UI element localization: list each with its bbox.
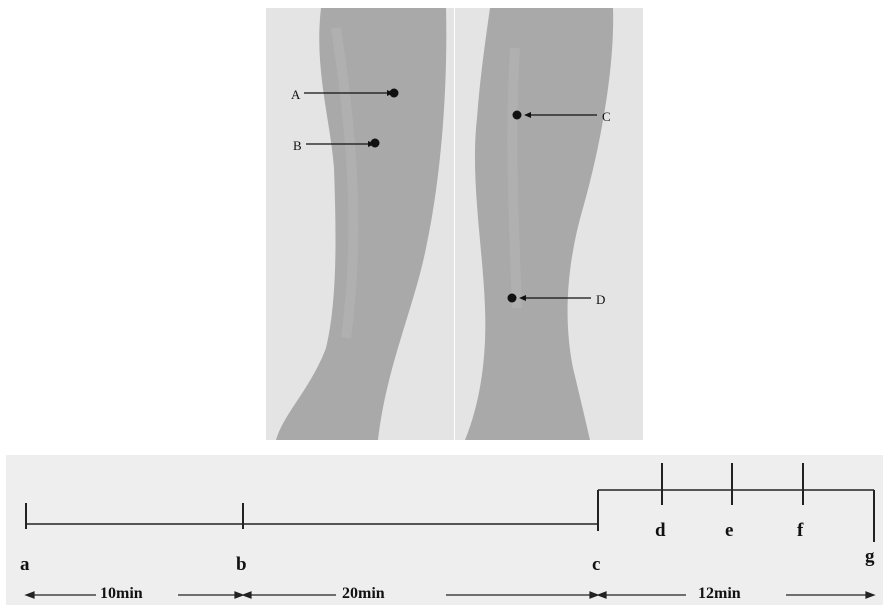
- duration-arrows: [26, 592, 874, 598]
- point-c-dot: [513, 111, 522, 120]
- point-label-a: A: [291, 88, 300, 101]
- mark-label-f: f: [797, 521, 803, 540]
- duration-label-cg: 12min: [698, 586, 741, 602]
- duration-label-ab: 10min: [100, 586, 143, 602]
- mark-label-b: b: [236, 555, 247, 574]
- mark-label-d: d: [655, 521, 666, 540]
- timeline-panel: a b c d e f g 10min 20min 12min: [6, 455, 883, 605]
- timeline-lines: [6, 455, 883, 605]
- leg-photo-left: A B: [266, 8, 454, 440]
- mark-label-g: g: [865, 547, 875, 566]
- leg-right-markers: [455, 8, 643, 440]
- point-label-d: D: [596, 293, 605, 306]
- leg-left-markers: [266, 8, 454, 440]
- leg-photo-right: C D: [455, 8, 643, 440]
- mark-label-e: e: [725, 521, 733, 540]
- mark-label-a: a: [20, 555, 30, 574]
- duration-label-bc: 20min: [342, 586, 385, 602]
- point-label-b: B: [293, 139, 302, 152]
- point-label-c: C: [602, 110, 611, 123]
- point-d-dot: [508, 294, 517, 303]
- mark-label-c: c: [592, 555, 600, 574]
